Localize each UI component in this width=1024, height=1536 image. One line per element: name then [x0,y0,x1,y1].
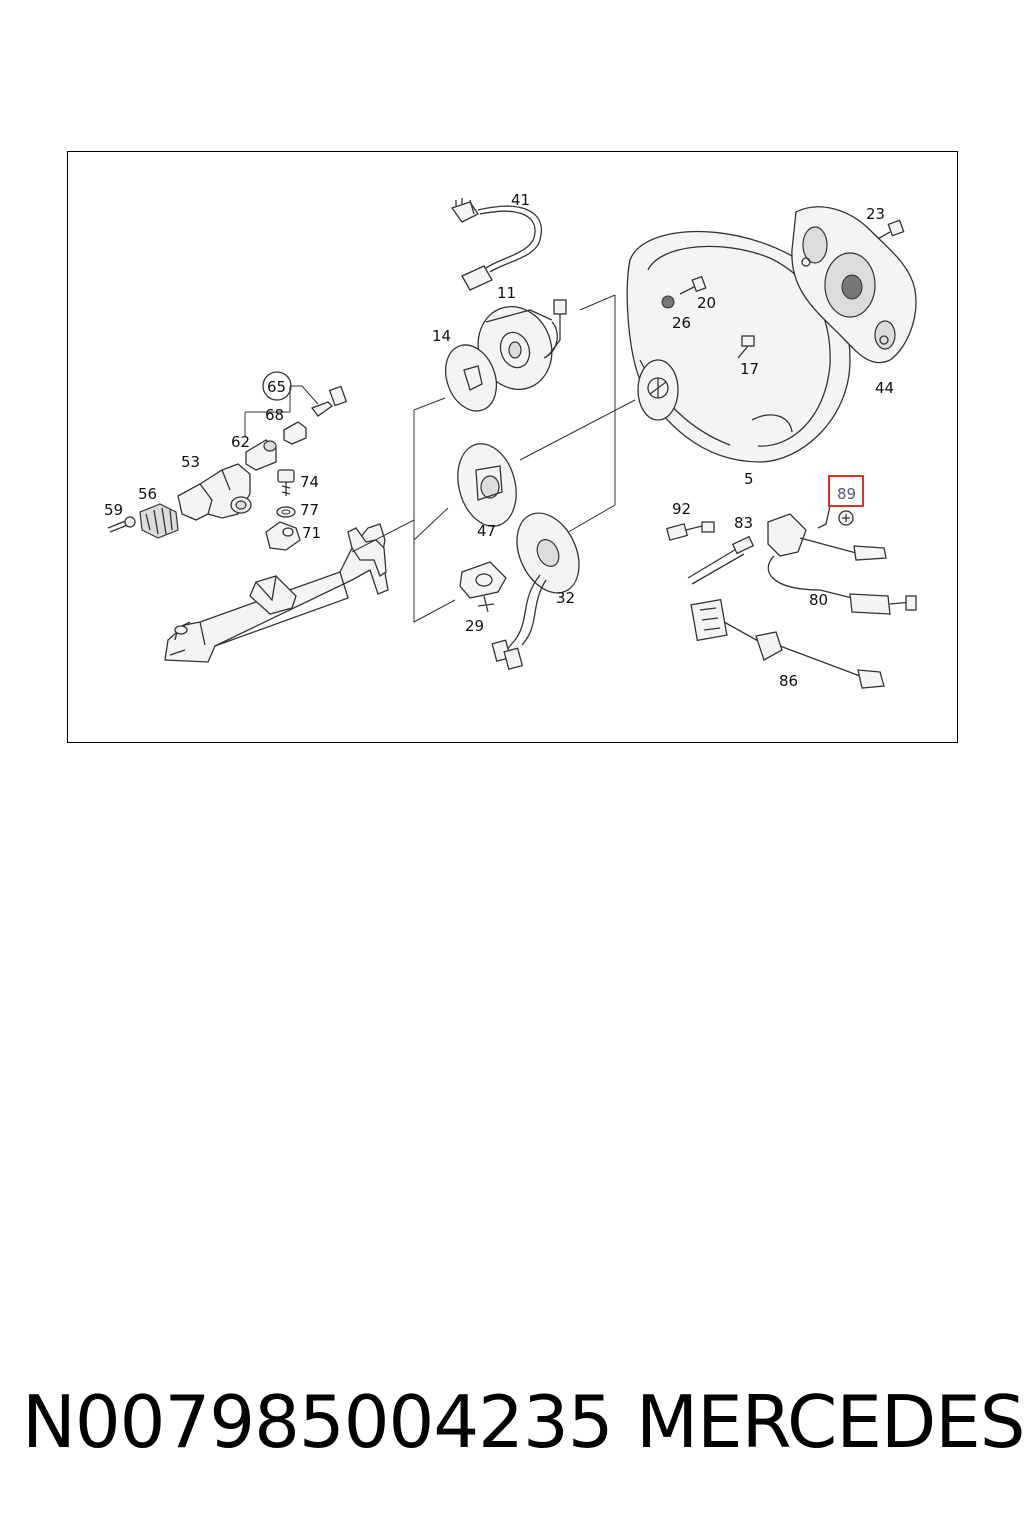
callout-29: 29 [465,617,484,635]
callout-5: 5 [744,470,754,488]
callout-26: 26 [672,314,691,332]
brand-name: MERCEDES [636,1380,1024,1464]
callout-65: 65 [267,378,286,396]
footer-caption: N007985004235 MERCEDES [0,1372,1024,1472]
steering-wheel-5 [626,230,851,463]
callout-92: 92 [672,500,691,518]
airbag-cable [450,198,542,291]
clock-spring-32 [491,512,580,671]
callout-41: 41 [511,191,530,209]
callout-68: 68 [265,406,284,424]
callout-62: 62 [231,433,250,451]
cover-plate-14 [444,344,498,412]
callout-53: 53 [181,453,200,471]
callout-14: 14 [432,327,451,345]
callout-23: 23 [866,205,885,223]
callout-56: 56 [138,485,157,503]
callout-32: 32 [556,589,575,607]
airbag-module-44 [791,206,917,364]
callout-86: 86 [779,672,798,690]
callout-44: 44 [875,379,894,397]
callout-11: 11 [497,284,516,302]
highlight-box-89 [828,475,864,507]
contact-plate-47 [457,443,517,527]
callout-89: 89 [837,485,856,503]
bolt-parts [661,219,905,359]
callout-59: 59 [104,501,123,519]
callout-labels: 41 11 14 20 26 17 23 44 65 68 62 53 74 7… [104,191,894,690]
callout-77: 77 [300,501,319,519]
leader-lines-65 [244,371,319,436]
callout-20: 20 [697,294,716,312]
callout-71: 71 [302,524,321,542]
bracket-lines [351,294,636,623]
callout-17: 17 [740,360,759,378]
steering-column [164,523,389,663]
combination-switches [665,505,917,689]
clock-spring-11 [477,299,567,390]
callout-47: 47 [477,522,496,540]
callout-80: 80 [809,591,828,609]
callout-74: 74 [300,473,319,491]
ignition-lock-parts [107,385,348,551]
callout-83: 83 [734,514,753,532]
sensor-29 [459,561,507,613]
part-number: N007985004235 [22,1380,614,1464]
